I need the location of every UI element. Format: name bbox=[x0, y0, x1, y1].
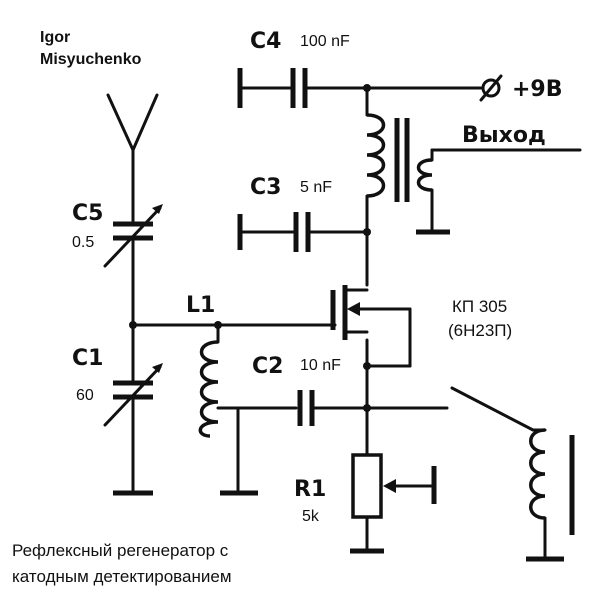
inductor-l1 bbox=[198, 321, 298, 496]
c3-label: C3 bbox=[250, 175, 281, 200]
caption-line-2: катодным детектированием bbox=[12, 567, 232, 586]
resistor-r1 bbox=[350, 453, 437, 554]
c1-label: C1 bbox=[72, 346, 103, 371]
author-last-name: Misyuchenko bbox=[40, 51, 142, 68]
capacitor-c1 bbox=[103, 323, 163, 496]
output-label: Выход bbox=[462, 123, 546, 148]
capacitor-c2 bbox=[297, 390, 449, 426]
c4-label: C4 bbox=[250, 29, 281, 54]
c1-value: 60 bbox=[76, 387, 94, 404]
c5-value: 0.5 bbox=[72, 234, 94, 251]
capacitor-c5 bbox=[103, 204, 163, 327]
supply-terminal bbox=[365, 74, 503, 102]
c4-value: 100 nF bbox=[300, 33, 350, 50]
caption-line-1: Рефлексный регенератор с bbox=[12, 541, 229, 560]
switch-and-coil bbox=[450, 386, 575, 562]
transistor-type: КП 305 bbox=[452, 297, 507, 316]
antenna-symbol bbox=[106, 93, 159, 226]
fet-transistor bbox=[330, 285, 412, 368]
c3-value: 5 nF bbox=[300, 179, 332, 196]
capacitor-c3 bbox=[237, 212, 369, 252]
output-transformer bbox=[366, 113, 582, 235]
c5-label: C5 bbox=[72, 201, 103, 226]
capacitor-c4 bbox=[237, 68, 369, 108]
author-first-name: Igor bbox=[40, 29, 70, 46]
c2-value: 10 nF bbox=[300, 357, 341, 374]
r1-label: R1 bbox=[294, 477, 326, 502]
transistor-equivalent: (6Н23П) bbox=[448, 321, 512, 340]
c2-label: C2 bbox=[252, 354, 283, 379]
r1-value: 5k bbox=[302, 508, 320, 525]
supply-label: +9В bbox=[512, 77, 563, 102]
junction-c2 bbox=[363, 404, 371, 412]
l1-label: L1 bbox=[186, 293, 215, 318]
